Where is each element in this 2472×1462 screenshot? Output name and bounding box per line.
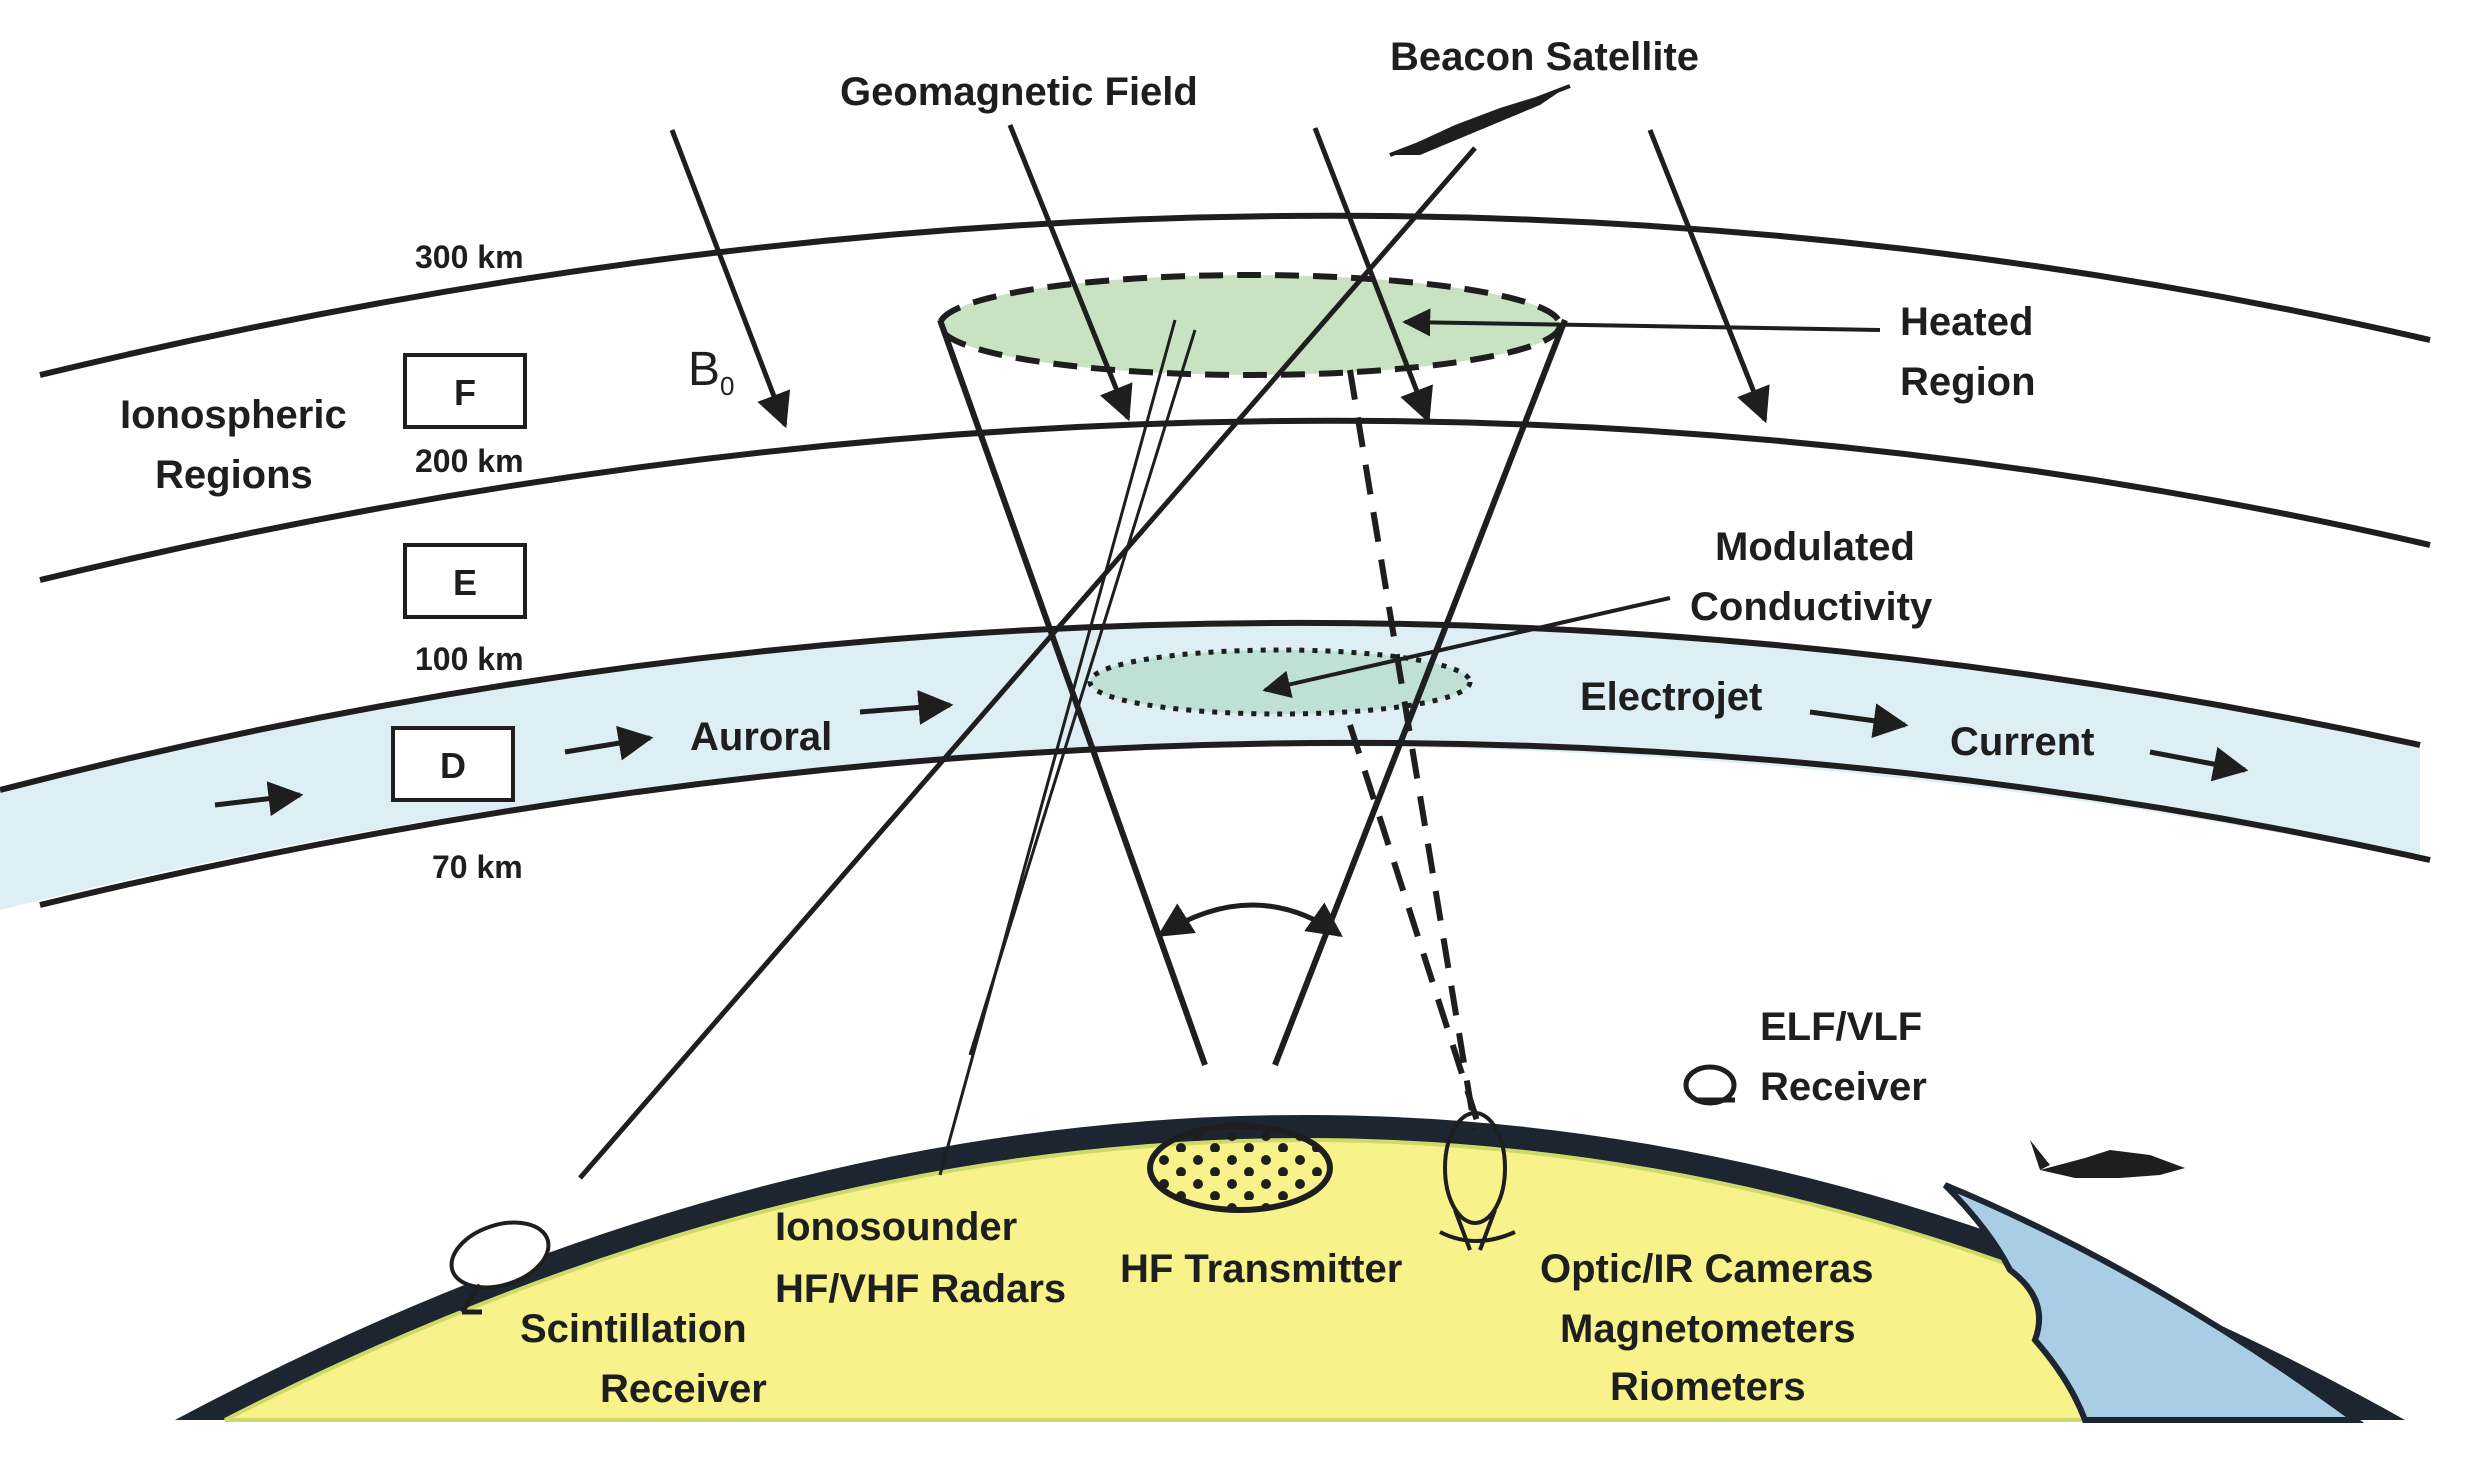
altitude-100km: 100 km <box>415 641 524 677</box>
label-beacon-satellite: Beacon Satellite <box>1390 35 1699 79</box>
label-optic-line2: Magnetometers <box>1560 1307 1856 1351</box>
scintillation-dish-icon <box>449 1220 551 1315</box>
svg-text:E: E <box>453 562 477 603</box>
heated-region-pointer <box>1402 308 1881 337</box>
svg-text:F: F <box>454 372 476 413</box>
label-optic-line1: Optic/IR Cameras <box>1540 1247 1873 1291</box>
electrojet-arrow-1 <box>214 781 304 817</box>
altitude-300km: 300 km <box>415 239 524 275</box>
svg-text:D: D <box>440 745 466 786</box>
label-geomagnetic-field: Geomagnetic Field <box>840 70 1198 114</box>
ocean <box>1942 1182 2365 1423</box>
region-box-f: F <box>403 353 527 429</box>
shell-200km <box>39 417 2431 583</box>
region-box-e: E <box>403 543 527 619</box>
electrojet-arrow-3 <box>859 689 954 725</box>
b-field-arrow-1 <box>669 129 791 429</box>
label-auroral: Auroral <box>690 715 832 759</box>
label-modulated-line1: Modulated <box>1715 525 1915 569</box>
aircraft-icon <box>2030 1140 2185 1178</box>
b-field-arrow-3 <box>1312 127 1433 424</box>
electrojet-arrow-5 <box>2149 746 2249 782</box>
beam-angle-arc <box>1157 902 1343 938</box>
label-ionospheric-line2: Regions <box>155 453 313 497</box>
electrojet-arrow-4 <box>1809 703 1909 739</box>
d-region-band <box>0 622 2420 910</box>
b-field-arrow-2 <box>1007 124 1133 422</box>
label-b0: B0 <box>688 343 734 401</box>
label-optic-line3: Riometers <box>1610 1365 1806 1409</box>
label-scintillation-line1: Scintillation <box>520 1307 747 1351</box>
region-box-d: D <box>391 726 515 802</box>
ionosounder-ray-a <box>938 319 1177 1176</box>
altitude-70km: 70 km <box>432 849 523 885</box>
optic-sightline-a <box>1347 369 1478 1131</box>
beacon-signal-path <box>578 146 1477 1180</box>
label-ionosounder-line1: Ionosounder <box>775 1205 1017 1249</box>
optic-sightline-b <box>1347 724 1483 1131</box>
b-field-arrow-4 <box>1647 129 1770 424</box>
label-heated-region-line1: Heated <box>1900 300 2033 344</box>
label-modulated-line2: Conductivity <box>1690 585 1933 629</box>
shell-300km <box>39 212 2431 378</box>
label-electrojet: Electrojet <box>1580 675 1762 719</box>
altitude-200km: 200 km <box>415 443 524 479</box>
modulated-pointer <box>1262 596 1671 699</box>
ionosounder-ray-b <box>968 329 1197 1056</box>
shell-70km <box>39 739 2431 908</box>
hf-beam-right <box>1272 318 1568 1067</box>
hf-antenna-array-icon <box>1147 1123 1333 1213</box>
label-elf-vlf-line2: Receiver <box>1760 1065 1927 1109</box>
electrojet-arrow-2 <box>564 725 654 761</box>
beacon-satellite-icon <box>1389 84 1571 157</box>
optic-camera-icon <box>1439 1111 1516 1251</box>
elf-vlf-loop-antenna-icon <box>1683 1064 1737 1106</box>
label-current: Current <box>1950 720 2094 764</box>
label-ionosounder-line2: HF/VHF Radars <box>775 1267 1066 1311</box>
label-ionospheric-line1: Ionospheric <box>120 393 347 437</box>
shell-100km <box>0 619 2421 793</box>
label-scintillation-line2: Receiver <box>600 1367 767 1411</box>
label-elf-vlf-line1: ELF/VLF <box>1760 1005 1922 1049</box>
label-hf-transmitter: HF Transmitter <box>1120 1247 1402 1291</box>
label-heated-region-line2: Region <box>1900 360 2036 404</box>
